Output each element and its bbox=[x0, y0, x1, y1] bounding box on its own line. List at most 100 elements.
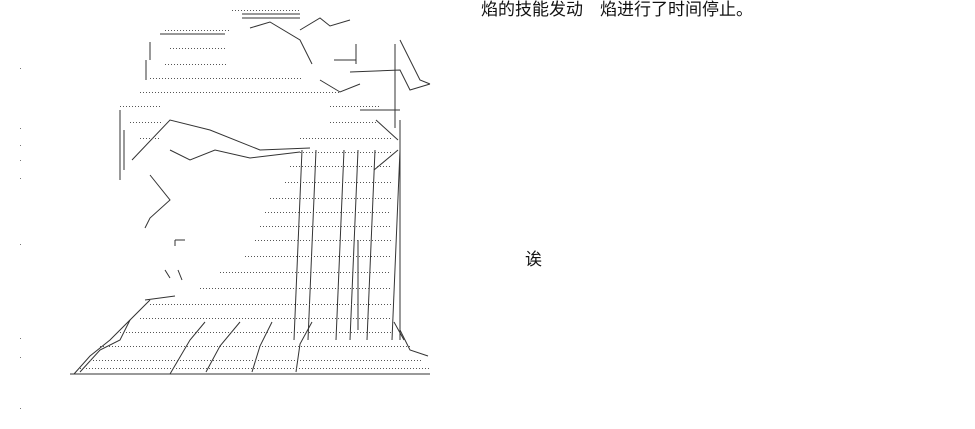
tone-dot bbox=[250, 272, 251, 273]
tone-dot bbox=[324, 304, 325, 305]
tone-dot bbox=[322, 272, 323, 273]
tone-dot bbox=[198, 332, 199, 333]
tone-dot bbox=[339, 182, 340, 183]
tone-dot bbox=[222, 332, 223, 333]
tone-dot bbox=[330, 240, 331, 241]
tone-dot bbox=[354, 332, 355, 333]
tone-dot bbox=[250, 10, 251, 11]
tone-dot bbox=[244, 272, 245, 273]
tone-dot bbox=[402, 360, 403, 361]
tone-dot bbox=[360, 138, 361, 139]
tone-dot bbox=[224, 318, 225, 319]
tone-dot bbox=[381, 304, 382, 305]
tone-dot bbox=[195, 78, 196, 79]
tone-dot bbox=[227, 288, 228, 289]
tone-dot bbox=[89, 368, 90, 369]
tone-dot bbox=[161, 318, 162, 319]
tone-dot bbox=[207, 304, 208, 305]
tone-dot bbox=[218, 92, 219, 93]
tone-dot bbox=[150, 332, 151, 333]
tone-dot bbox=[149, 318, 150, 319]
tone-dot bbox=[251, 318, 252, 319]
tone-dot bbox=[289, 10, 290, 11]
tone-dot bbox=[369, 332, 370, 333]
tone-dot bbox=[193, 346, 194, 347]
tone-dot bbox=[361, 346, 362, 347]
tone-dot bbox=[219, 30, 220, 31]
cloak-right-2 bbox=[393, 321, 405, 341]
tone-dot bbox=[407, 368, 408, 369]
tone-dot bbox=[366, 122, 367, 123]
tone-dot bbox=[271, 272, 272, 273]
tone-dot bbox=[345, 182, 346, 183]
tone-dot bbox=[300, 304, 301, 305]
tone-dot bbox=[317, 92, 318, 93]
tone-dot bbox=[387, 182, 388, 183]
tone-dot bbox=[292, 10, 293, 11]
tone-dot bbox=[179, 48, 180, 49]
tone-dot bbox=[220, 346, 221, 347]
tone-dot bbox=[327, 240, 328, 241]
tone-dot bbox=[335, 226, 336, 227]
tone-dot bbox=[329, 318, 330, 319]
tone-dot bbox=[336, 152, 337, 153]
tone-dot bbox=[361, 272, 362, 273]
tone-dot bbox=[381, 360, 382, 361]
tone-dot bbox=[217, 346, 218, 347]
tone-dot bbox=[352, 212, 353, 213]
tone-dot bbox=[364, 272, 365, 273]
tone-dot bbox=[188, 368, 189, 369]
tone-dot bbox=[348, 198, 349, 199]
tone-dot bbox=[265, 10, 266, 11]
tone-dot bbox=[347, 368, 348, 369]
tone-dot bbox=[177, 332, 178, 333]
tone-dot bbox=[337, 212, 338, 213]
tone-dot bbox=[267, 304, 268, 305]
tone-dot bbox=[381, 332, 382, 333]
tone-dot bbox=[317, 226, 318, 227]
tone-dot bbox=[254, 256, 255, 257]
tone-dot bbox=[384, 152, 385, 153]
tone-dot bbox=[378, 152, 379, 153]
tone-dot bbox=[171, 332, 172, 333]
body-strip bbox=[293, 149, 303, 341]
tone-dot bbox=[342, 182, 343, 183]
tone-dot bbox=[300, 152, 301, 153]
tone-dot bbox=[303, 360, 304, 361]
tone-dot bbox=[218, 318, 219, 319]
tone-dot bbox=[300, 360, 301, 361]
tone-dot bbox=[360, 304, 361, 305]
tone-dot bbox=[275, 256, 276, 257]
tone-dot bbox=[270, 78, 271, 79]
tone-dot bbox=[156, 304, 157, 305]
tone-dot bbox=[391, 346, 392, 347]
tone-dot bbox=[195, 64, 196, 65]
tone-dot bbox=[372, 240, 373, 241]
tone-dot bbox=[305, 92, 306, 93]
tone-dot bbox=[101, 368, 102, 369]
tone-dot bbox=[401, 368, 402, 369]
tone-dot bbox=[156, 332, 157, 333]
tone-dot bbox=[363, 304, 364, 305]
tone-dot bbox=[135, 106, 136, 107]
tone-dot bbox=[308, 92, 309, 93]
tone-dot bbox=[102, 360, 103, 361]
tone-dot bbox=[422, 368, 423, 369]
tone-dot bbox=[240, 360, 241, 361]
tone-dot bbox=[255, 360, 256, 361]
tone-dot bbox=[245, 368, 246, 369]
tone-dot bbox=[262, 10, 263, 11]
tone-dot bbox=[302, 226, 303, 227]
tone-dot bbox=[278, 256, 279, 257]
tone-dot bbox=[189, 360, 190, 361]
tone-dot bbox=[289, 272, 290, 273]
tone-dot bbox=[302, 92, 303, 93]
tone-dot bbox=[260, 288, 261, 289]
tone-dot bbox=[174, 78, 175, 79]
tone-dot bbox=[285, 360, 286, 361]
tone-dot bbox=[396, 360, 397, 361]
tone-dot bbox=[213, 30, 214, 31]
tone-dot bbox=[192, 304, 193, 305]
tone-dot bbox=[180, 30, 181, 31]
tone-dot bbox=[378, 332, 379, 333]
